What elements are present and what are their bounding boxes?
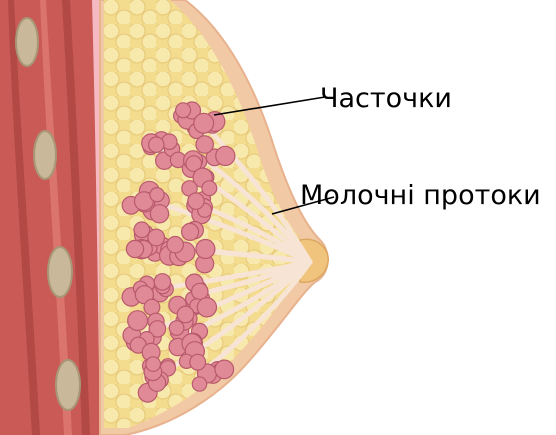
label-milk-ducts: Молочні протоки: [300, 180, 541, 211]
lobule: [146, 357, 161, 372]
lobule: [190, 354, 206, 370]
lobule: [192, 377, 206, 391]
lobule: [177, 306, 194, 323]
lobule: [196, 136, 213, 153]
lobule: [182, 223, 199, 240]
lobule: [176, 103, 191, 118]
lobule: [148, 229, 165, 246]
lobule: [150, 188, 164, 202]
lobule: [197, 298, 216, 317]
lobule: [194, 113, 214, 133]
lobule: [126, 240, 143, 257]
rib-1: [16, 18, 38, 66]
lobule: [154, 274, 170, 290]
lobule: [188, 193, 204, 209]
lobule: [149, 137, 164, 152]
lobule: [216, 146, 235, 165]
rib-3: [48, 247, 72, 297]
lobule: [196, 240, 215, 259]
lobule: [169, 321, 184, 336]
lobule: [202, 181, 217, 196]
chest-wall: [0, 0, 110, 435]
lobule: [150, 205, 168, 223]
label-lobules: Часточки: [320, 83, 452, 114]
lobule: [128, 311, 148, 331]
rib-4: [56, 360, 80, 410]
lobule: [167, 237, 183, 253]
lobule: [215, 360, 234, 379]
rib-2: [34, 131, 56, 179]
lobule: [134, 222, 150, 238]
